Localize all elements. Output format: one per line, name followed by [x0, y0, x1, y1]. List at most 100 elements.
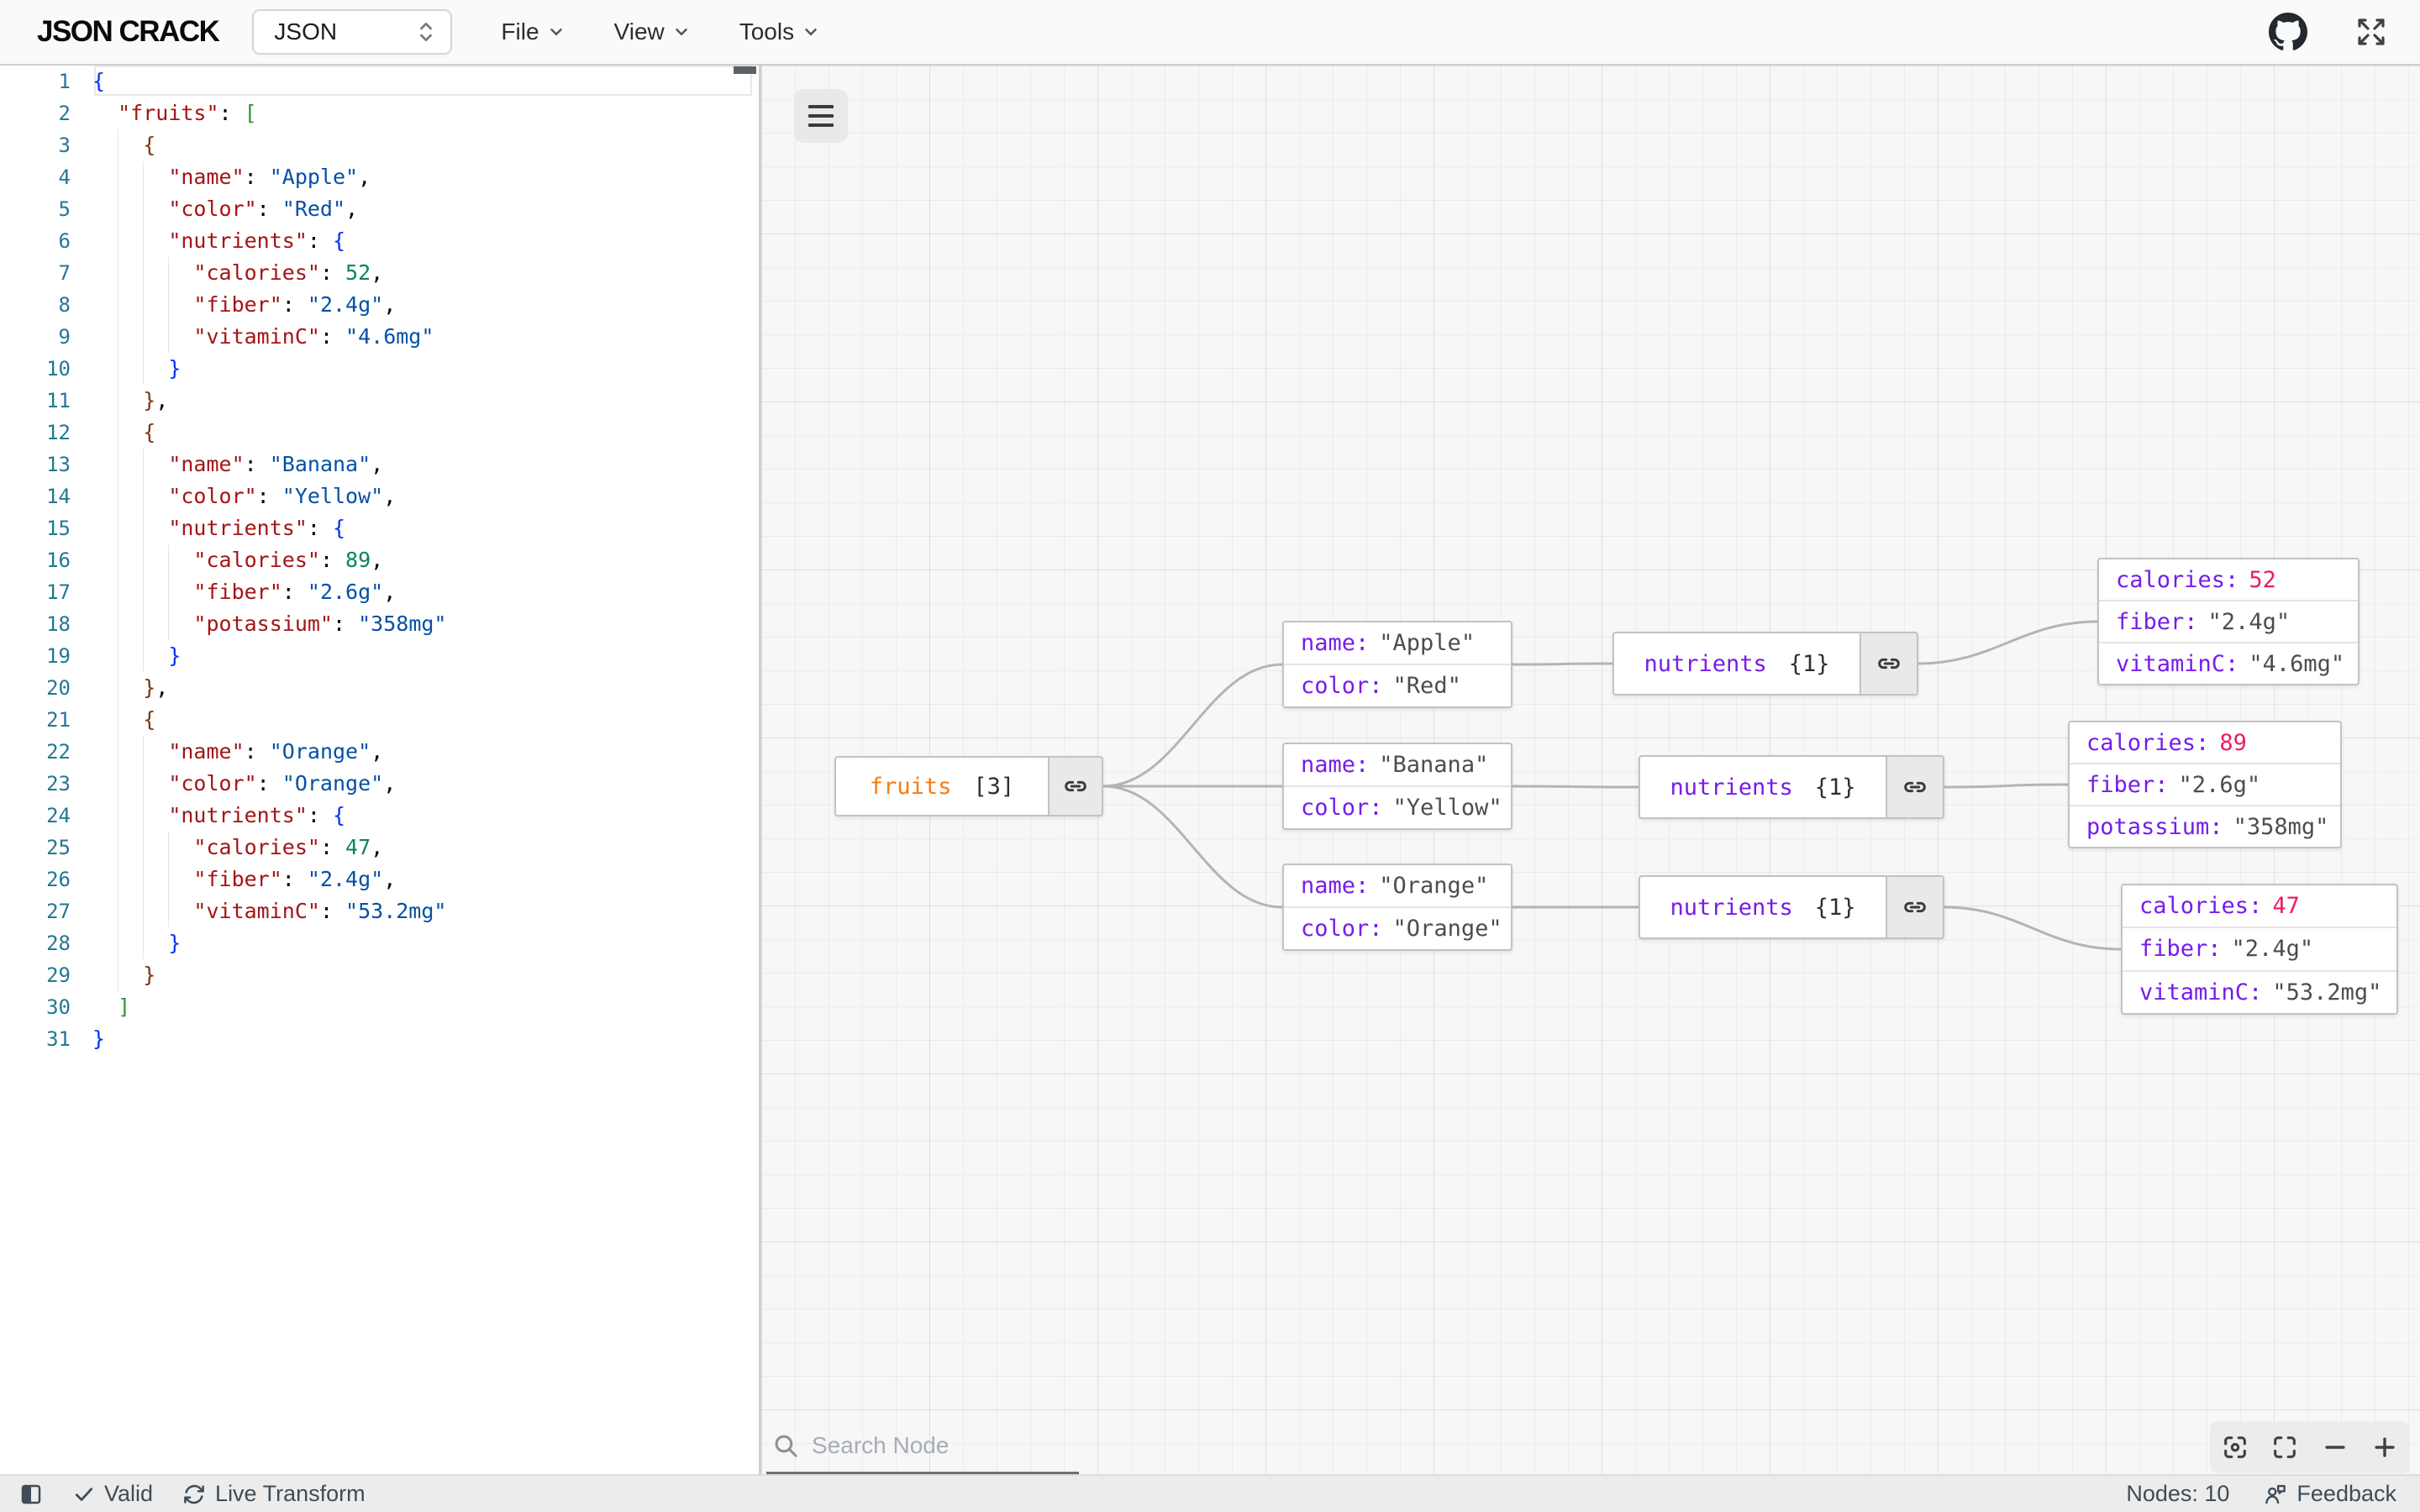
panel-divider[interactable]	[759, 66, 761, 1474]
editor-line[interactable]: 29 }	[0, 959, 759, 991]
indent-guide	[143, 289, 145, 321]
line-number: 15	[46, 517, 71, 540]
zoom-in-icon[interactable]	[2362, 1425, 2407, 1470]
editor-line[interactable]: 2 "fruits": [	[0, 97, 759, 129]
format-select[interactable]: JSON	[252, 9, 453, 55]
indent-guide	[168, 544, 170, 576]
indent-guide	[143, 161, 145, 193]
editor-line[interactable]: 18 "potassium": "358mg"	[0, 608, 759, 640]
chevron-down-icon	[802, 23, 820, 41]
editor-line[interactable]: 19 }	[0, 640, 759, 672]
json-editor[interactable]: 1{2 "fruits": [3 {4 "name": "Apple",5 "c…	[0, 66, 759, 1474]
node-count-badge: {1}	[1788, 650, 1830, 677]
editor-line[interactable]: 3 {	[0, 129, 759, 161]
indent-guide	[143, 576, 145, 608]
editor-line[interactable]: 6 "nutrients": {	[0, 225, 759, 257]
editor-overview-marker	[734, 66, 756, 74]
chevron-down-icon	[672, 23, 691, 41]
editor-line[interactable]: 15 "nutrients": {	[0, 512, 759, 544]
node-banana[interactable]: name:"Banana"color:"Yellow"	[1282, 743, 1512, 830]
menu-tools[interactable]: Tools	[739, 18, 820, 45]
node-nutr2[interactable]: nutrients{1}	[1639, 755, 1944, 819]
link-icon	[1878, 658, 1900, 669]
editor-line[interactable]: 8 "fiber": "2.4g",	[0, 289, 759, 321]
github-icon[interactable]	[2269, 13, 2307, 51]
focus-icon[interactable]	[2212, 1425, 2258, 1470]
indent-guide	[143, 353, 145, 385]
node-label: fruits	[869, 773, 952, 800]
editor-line[interactable]: 23 "color": "Orange",	[0, 768, 759, 800]
node-nutr1[interactable]: nutrients{1}	[1612, 632, 1918, 696]
editor-line[interactable]: 17 "fiber": "2.6g",	[0, 576, 759, 608]
node-cal2[interactable]: calories:89 fiber:"2.6g"potassium:"358mg"	[2068, 721, 2342, 848]
editor-line[interactable]: 7 "calories": 52,	[0, 257, 759, 289]
editor-line[interactable]: 9 "vitaminC": "4.6mg"	[0, 321, 759, 353]
editor-line[interactable]: 12 {	[0, 417, 759, 449]
link-icon	[1904, 781, 1926, 793]
editor-line[interactable]: 21 {	[0, 704, 759, 736]
node-row: fiber:"2.4g"	[2099, 600, 2358, 642]
node-row: color:"Yellow"	[1284, 785, 1511, 828]
live-transform-toggle[interactable]: Live Transform	[182, 1481, 366, 1507]
editor-line[interactable]: 20 },	[0, 672, 759, 704]
editor-line[interactable]: 26 "fiber": "2.4g",	[0, 864, 759, 895]
menu-file[interactable]: File	[501, 18, 565, 45]
editor-line[interactable]: 30 ]	[0, 991, 759, 1023]
fullscreen-icon[interactable]	[2353, 13, 2390, 50]
expand-link-button[interactable]	[1048, 758, 1102, 815]
expand-link-button[interactable]	[1886, 757, 1943, 817]
editor-line[interactable]: 31}	[0, 1023, 759, 1055]
line-number: 26	[46, 868, 71, 891]
indent-guide	[168, 895, 170, 927]
node-nutr3[interactable]: nutrients{1}	[1639, 875, 1944, 939]
editor-line[interactable]: 27 "vitaminC": "53.2mg"	[0, 895, 759, 927]
line-number: 23	[46, 772, 71, 795]
indent-guide	[143, 480, 145, 512]
editor-line[interactable]: 5 "color": "Red",	[0, 193, 759, 225]
menu-icon[interactable]	[794, 89, 848, 143]
editor-line[interactable]: 11 },	[0, 385, 759, 417]
menu-tools-label: Tools	[739, 18, 795, 45]
menu-file-label: File	[501, 18, 539, 45]
line-number: 22	[46, 740, 71, 764]
line-number: 12	[46, 421, 71, 444]
line-number: 3	[58, 134, 71, 157]
fit-view-icon[interactable]	[2262, 1425, 2307, 1470]
panel-toggle-icon[interactable]	[18, 1482, 44, 1507]
line-number: 16	[46, 549, 71, 572]
feedback-link[interactable]: Feedback	[2263, 1481, 2396, 1507]
editor-line[interactable]: 25 "calories": 47,	[0, 832, 759, 864]
search-input[interactable]	[800, 1431, 1117, 1460]
indent-guide	[143, 321, 145, 353]
line-number: 11	[46, 389, 71, 412]
node-fruits[interactable]: fruits[3]	[834, 756, 1103, 816]
line-number: 21	[46, 708, 71, 732]
line-number: 27	[46, 900, 71, 923]
expand-link-button[interactable]	[1886, 877, 1943, 937]
node-apple[interactable]: name:"Apple"color:"Red"	[1282, 621, 1512, 708]
link-icon	[1065, 780, 1086, 792]
link-icon	[1904, 901, 1926, 913]
editor-line[interactable]: 13 "name": "Banana",	[0, 449, 759, 480]
editor-line[interactable]: 16 "calories": 89,	[0, 544, 759, 576]
status-bar: Valid Live Transform Nodes: 10 Feedback	[0, 1474, 2420, 1512]
editor-line[interactable]: 10 }	[0, 353, 759, 385]
editor-line[interactable]: 22 "name": "Orange",	[0, 736, 759, 768]
node-row: calories:89	[2086, 729, 2247, 756]
expand-link-button[interactable]	[1860, 633, 1917, 694]
node-orange[interactable]: name:"Orange"color:"Orange"	[1282, 864, 1512, 951]
node-row: potassium:"358mg"	[2070, 805, 2340, 847]
app-logo[interactable]: JSON CRACK	[37, 15, 220, 48]
menu-view[interactable]: View	[614, 18, 691, 45]
editor-line[interactable]: 24 "nutrients": {	[0, 800, 759, 832]
indent-guide	[168, 257, 170, 289]
node-row: fiber:"2.6g"	[2070, 763, 2340, 805]
editor-line[interactable]: 28 }	[0, 927, 759, 959]
editor-line[interactable]: 4 "name": "Apple",	[0, 161, 759, 193]
editor-line[interactable]: 1{	[0, 66, 759, 97]
zoom-out-icon[interactable]	[2312, 1425, 2358, 1470]
editor-line[interactable]: 14 "color": "Yellow",	[0, 480, 759, 512]
current-line-highlight	[94, 66, 752, 96]
